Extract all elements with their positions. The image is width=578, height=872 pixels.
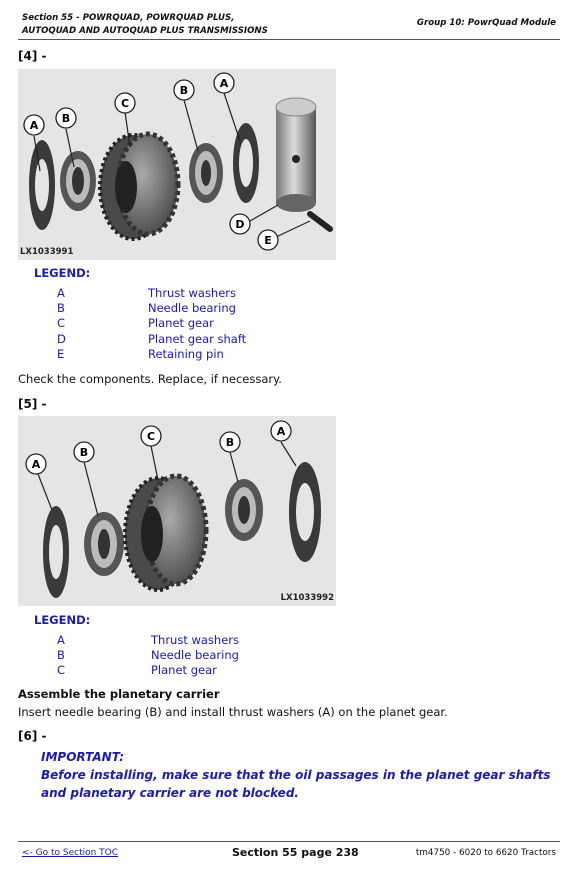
step-6-label: [6] - [18,729,47,743]
callout-letters-1: A B C B A D E [23,72,279,251]
legend-value: Needle bearing [151,648,239,663]
legend-title-1: LEGEND: [34,266,91,280]
legend-title-2: LEGEND: [34,613,91,627]
needle-bearing-right [225,479,263,541]
planet-gear [98,131,181,241]
important-line-2: and planetary carrier are not blocked. [41,786,299,800]
callout-a-left: A [30,119,39,132]
document-id: tm4750 - 6020 to 6620 Tractors [415,848,556,858]
callout-e: E [264,234,272,247]
important-line-1: Before installing, make sure that the oi… [41,768,551,782]
needle-bearing-left [60,151,96,211]
planet-gear-shaft [275,97,317,212]
figure-id-2: LX1033992 [280,593,334,603]
important-note: IMPORTANT: Before installing, make sure … [41,748,551,802]
section-title-line2: AUTOQUAD AND AUTOQUAD PLUS TRANSMISSIONS [22,26,268,36]
legend-value: Needle bearing [148,301,236,316]
section-toc-link[interactable]: <- Go to Section TOC [22,848,119,858]
callout-b-right: B [180,84,188,97]
important-title: IMPORTANT: [41,750,125,764]
step-5-instruction: Insert needle bearing (B) and install th… [18,705,448,719]
legend-values-2: Thrust washers Needle bearing Planet gea… [151,633,239,679]
page-number: Section 55 page 238 [232,846,359,859]
needle-bearing-right [189,143,223,203]
footer-divider [18,841,560,842]
figure-id-1: LX1033991 [20,247,74,257]
figure-lx1033992: A B C B A LX1033992 [18,416,336,606]
legend-value: Thrust washers [151,633,240,647]
retaining-pin [307,211,333,232]
section-title: Section 55 - POWRQUAD, POWRQUAD PLUS, AU… [22,12,268,38]
exploded-view-illustration-1: A B C B A D E [23,72,333,251]
legend-keys-1: A B C D E [57,286,66,362]
step-4-label: [4] - [18,49,47,63]
legend-keys-2: A B C [57,633,65,679]
legend-value: Retaining pin [148,346,224,361]
header-divider [18,39,560,40]
callout-a-right: A [277,425,286,438]
callout-b-left: B [80,446,88,459]
legend-key: E [57,346,65,361]
figure-lx1033991: A B C B A D E LX1033991 [18,69,336,260]
legend-key: C [57,663,66,678]
legend-value: Planet gear [151,663,217,678]
legend-key: D [57,331,66,346]
needle-bearing-left [84,512,124,576]
legend-key: A [57,633,65,647]
step-5-label: [5] - [18,397,47,411]
exploded-view-illustration-2: A B C B A [25,420,321,598]
legend-key: A [57,286,65,300]
callout-d: D [235,218,244,231]
step-4-instruction: Check the components. Replace, if necess… [18,372,282,386]
legend-value: Planet gear [148,316,214,331]
callout-b-right: B [226,436,234,449]
callout-c: C [121,97,129,110]
legend-key: B [57,648,65,663]
assemble-heading: Assemble the planetary carrier [18,687,220,701]
legend-key: B [57,301,65,316]
section-title-line1: Section 55 - POWRQUAD, POWRQUAD PLUS, [22,13,235,23]
callout-c: C [147,430,155,443]
callout-a-right: A [220,77,229,90]
legend-value: Planet gear shaft [148,331,247,346]
legend-values-1: Thrust washers Needle bearing Planet gea… [148,286,246,362]
callout-b-left: B [62,112,70,125]
planet-gear [123,473,209,592]
group-title: Group 10: PowrQuad Module [416,18,556,28]
callout-a-left: A [32,458,41,471]
legend-key: C [57,316,66,331]
callout-letters-2: A B C B A [25,420,292,475]
legend-value: Thrust washers [148,286,237,300]
